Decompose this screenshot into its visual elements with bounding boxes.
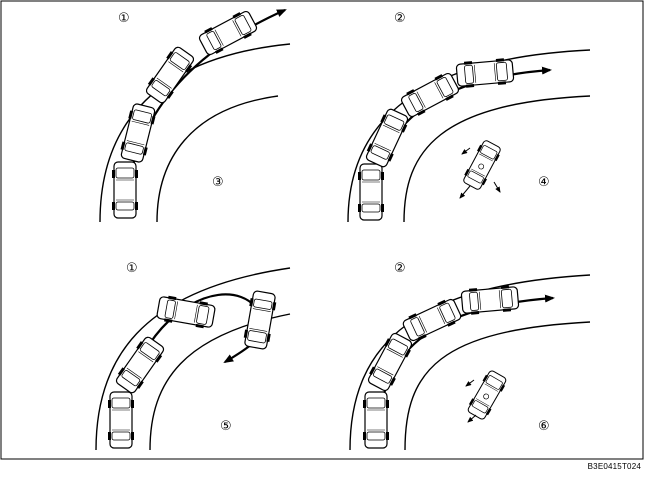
car-1 (357, 163, 385, 221)
yaw-arrow-rear (493, 181, 501, 193)
vehicle-trajectory (370, 66, 552, 219)
car-4 (455, 57, 515, 89)
label-circled-1: ① (126, 261, 138, 276)
vehicle-trajectory (375, 294, 555, 449)
car-2 (118, 102, 158, 164)
road-inner-edge (156, 95, 279, 223)
label-circled-5: ⑤ (220, 419, 232, 434)
panel-top-left: ① ③ (99, 7, 291, 223)
panel-top-right: ② ④ (347, 11, 591, 223)
label-circled-6: ⑥ (538, 419, 550, 434)
label-circled-2: ② (394, 11, 406, 26)
car-1 (111, 161, 139, 219)
car-3 (400, 295, 464, 345)
road-inner-edge (403, 95, 591, 223)
car-3 (142, 44, 198, 106)
yaw-arrow-rear (467, 414, 477, 423)
car-1 (362, 391, 390, 449)
figure-reference-code: B3E0415T024 (587, 462, 641, 471)
road-outer-edge (95, 267, 291, 451)
figure-border (0, 0, 644, 460)
yaw-moment-car (465, 368, 509, 422)
label-circled-1: ① (118, 11, 130, 26)
label-circled-2: ② (394, 261, 406, 276)
yaw-arrow-front (465, 379, 475, 387)
car-3 (398, 69, 462, 121)
road-inner-edge (404, 321, 591, 451)
car-4 (460, 284, 520, 316)
yaw-arrow-front (461, 147, 471, 155)
car-2 (112, 334, 168, 396)
yaw-moment-car (460, 138, 504, 192)
car-1 (107, 391, 135, 449)
label-circled-3: ③ (212, 175, 224, 190)
yaw-arrow-side (459, 185, 471, 199)
label-circled-4: ④ (538, 175, 550, 190)
panel-bottom-right: ② ⑥ (349, 261, 591, 451)
panel-bottom-left: ① ⑤ (95, 261, 291, 451)
